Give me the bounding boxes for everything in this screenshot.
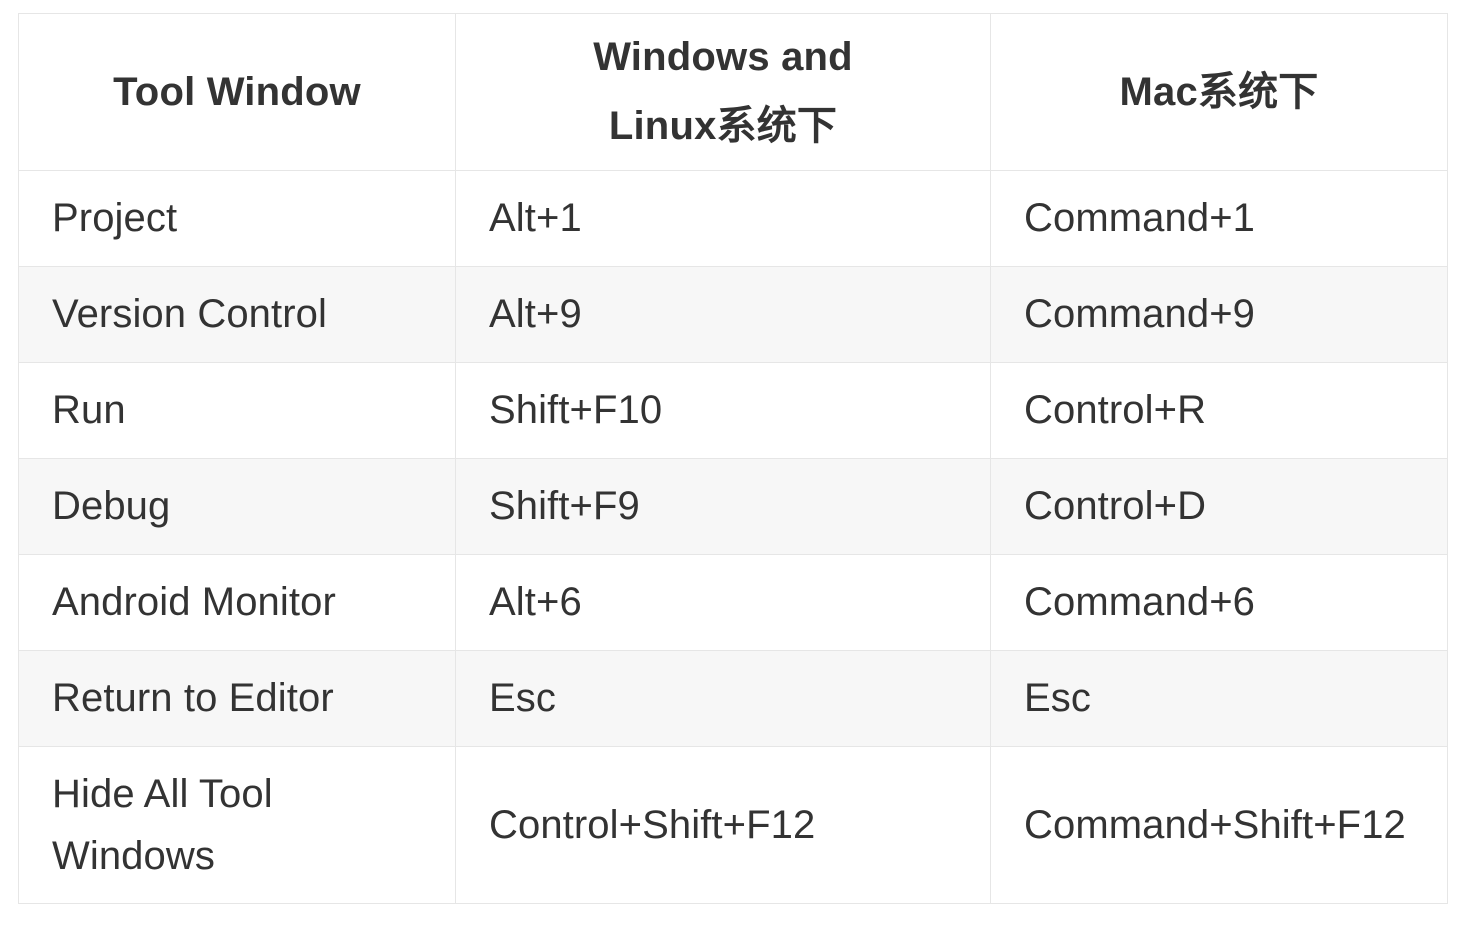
table-row: Android Monitor Alt+6 Command+6 [18,554,1448,651]
cell-tool-window: Version Control [18,266,456,363]
cell-tool-window: Return to Editor [18,650,456,747]
column-header-windows-linux: Windows and Linux系统下 [455,13,991,171]
table-row: Project Alt+1 Command+1 [18,170,1448,267]
column-header-mac-label: Mac系统下 [1119,69,1319,114]
table-body: Project Alt+1 Command+1 Version Control … [18,170,1448,904]
cell-mac-shortcut: Control+R [990,362,1448,459]
table-row: Debug Shift+F9 Control+D [18,458,1448,555]
cell-windows-shortcut: Esc [455,650,991,747]
cell-mac-shortcut: Command+9 [990,266,1448,363]
column-header-tool-window: Tool Window [18,13,456,171]
table-row: Run Shift+F10 Control+R [18,362,1448,459]
cell-mac-shortcut: Command+1 [990,170,1448,267]
cell-windows-shortcut: Alt+9 [455,266,991,363]
cell-tool-window: Android Monitor [18,554,456,651]
cell-tool-window: Project [18,170,456,267]
cell-mac-shortcut: Command+Shift+F12 [990,746,1448,904]
cell-windows-shortcut: Control+Shift+F12 [455,746,991,904]
cell-windows-shortcut: Shift+F9 [455,458,991,555]
table-row: Hide All Tool Windows Control+Shift+F12 … [18,746,1448,904]
tool-window-shortcut-table: Tool Window Windows and Linux系统下 Mac系统下 … [18,13,1448,904]
table-header: Tool Window Windows and Linux系统下 Mac系统下 [18,13,1448,171]
header-row: Tool Window Windows and Linux系统下 Mac系统下 [18,13,1448,171]
cell-tool-window: Run [18,362,456,459]
cell-windows-shortcut: Shift+F10 [455,362,991,459]
cell-tool-window: Debug [18,458,456,555]
cell-tool-window: Hide All Tool Windows [18,746,456,904]
cell-mac-shortcut: Command+6 [990,554,1448,651]
column-header-windows-linux-line1: Windows and [593,35,853,80]
column-header-windows-linux-line2: Linux系统下 [608,104,838,148]
cell-mac-shortcut: Control+D [990,458,1448,555]
table-row: Return to Editor Esc Esc [18,650,1448,747]
shortcut-table-container: Tool Window Windows and Linux系统下 Mac系统下 … [18,13,1448,907]
column-header-mac: Mac系统下 [990,13,1448,171]
cell-windows-shortcut: Alt+1 [455,170,991,267]
table-row: Version Control Alt+9 Command+9 [18,266,1448,363]
cell-mac-shortcut: Esc [990,650,1448,747]
column-header-tool-window-label: Tool Window [113,69,361,114]
cell-windows-shortcut: Alt+6 [455,554,991,651]
